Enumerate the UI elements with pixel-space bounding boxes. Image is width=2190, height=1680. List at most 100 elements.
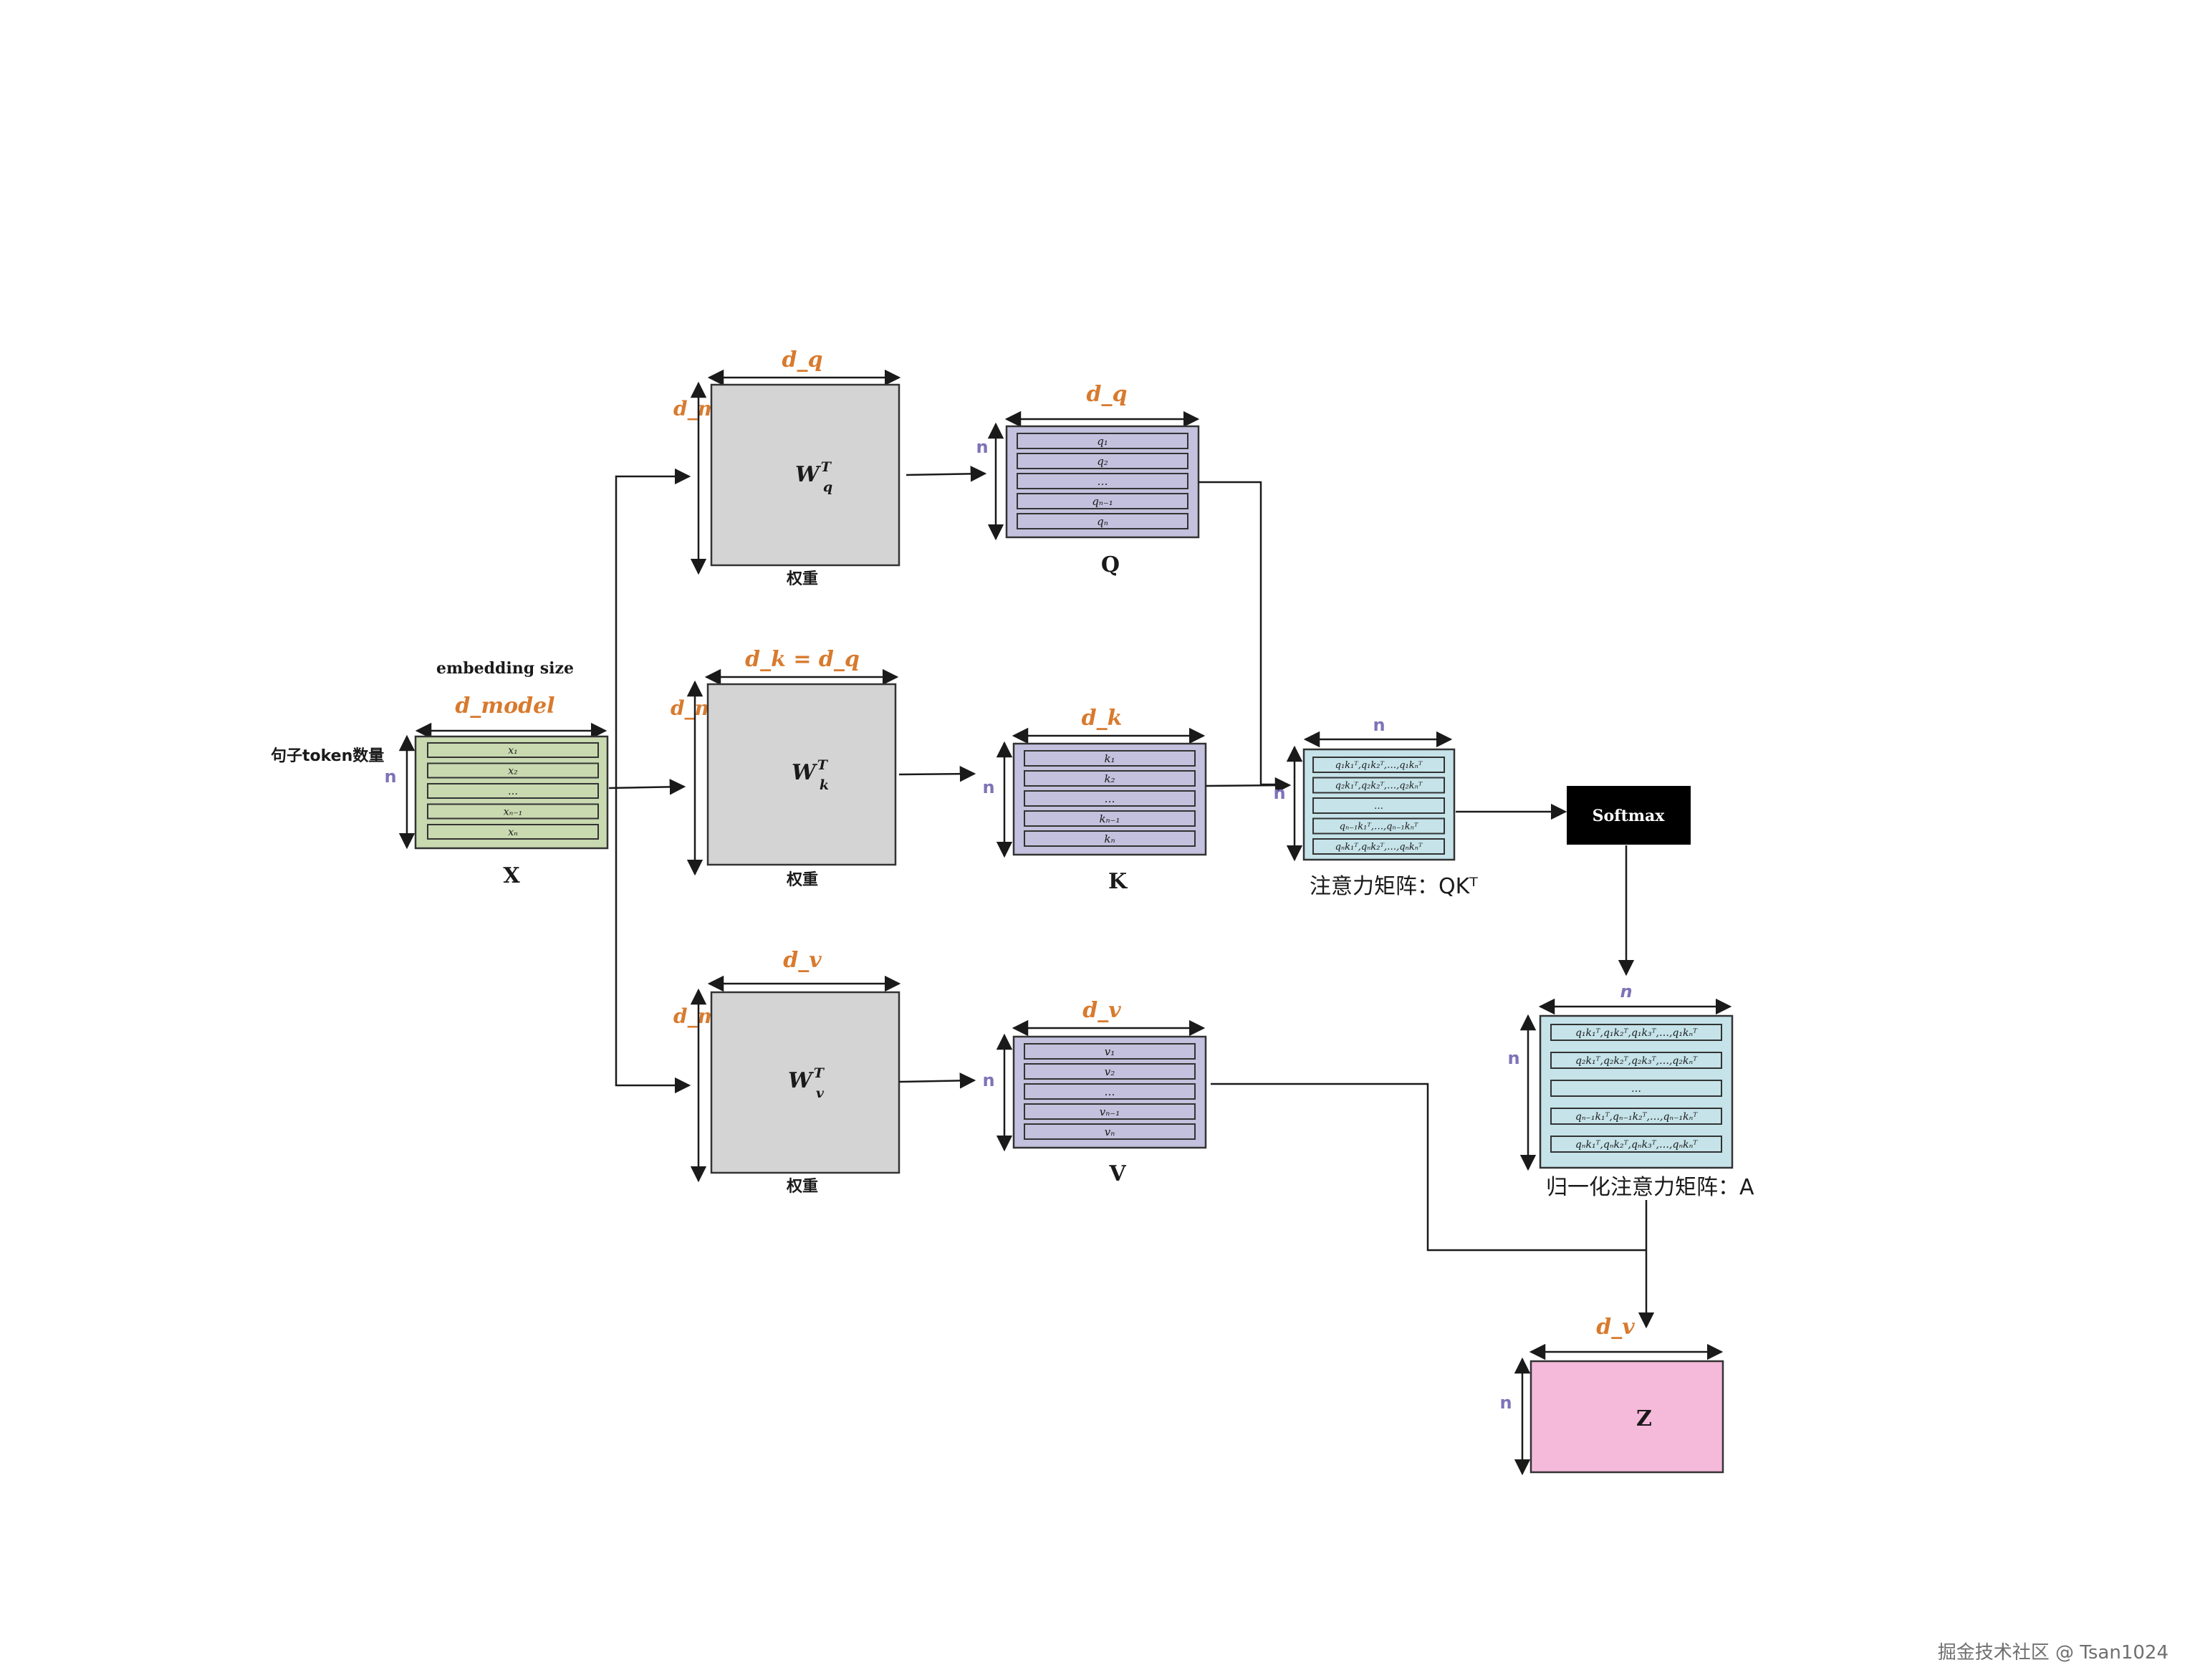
z-box — [1529, 1360, 1724, 1474]
q-row-box — [1017, 433, 1188, 449]
q-row-box — [1017, 493, 1188, 509]
q-row-label: qₙ₋₁ — [1092, 495, 1113, 508]
a-row-box — [1550, 1024, 1722, 1041]
v-row-box — [1024, 1043, 1196, 1060]
k-row-label: kₙ₋₁ — [1099, 812, 1120, 825]
va-to-z-connectors — [1211, 1083, 1655, 1329]
scores-row-box — [1312, 797, 1445, 814]
k-row-label: … — [1105, 792, 1115, 805]
wk-box — [706, 683, 897, 866]
q-row-label: … — [1098, 475, 1108, 488]
v-row-label: v₂ — [1105, 1065, 1115, 1078]
a-row-box — [1550, 1108, 1722, 1125]
a-box — [1539, 1014, 1734, 1169]
scores-row-label: q₁k₁ᵀ,q₁k₂ᵀ,…,q₁kₙᵀ — [1335, 760, 1423, 771]
x-matrix-box — [414, 735, 609, 850]
x-dim-height: n — [384, 767, 396, 787]
x-row-label: xₙ₋₁ — [504, 807, 523, 818]
a-row-box — [1550, 1080, 1722, 1097]
softmax-label: Softmax — [1593, 807, 1666, 825]
a-row-label: qₙ₋₁k₁ᵀ,qₙ₋₁k₂ᵀ,…,qₙ₋₁kₙᵀ — [1575, 1111, 1698, 1123]
wq-box — [710, 383, 901, 567]
wq-caption: 权重 — [786, 570, 818, 588]
qk-to-scores-connectors — [1199, 481, 1292, 794]
scores-row-label: … — [1374, 801, 1383, 812]
a-dim-height: n — [1507, 1048, 1519, 1068]
scores-dim-width: n — [1373, 715, 1385, 735]
q-box — [1005, 425, 1200, 539]
v-row-box — [1024, 1103, 1196, 1120]
z-dim-height: n — [1499, 1393, 1512, 1413]
a-row-label: … — [1631, 1083, 1641, 1095]
attention-scores-matrix: n n q₁k₁ᵀ,q₁k₂ᵀ,…,q₁kₙᵀ q₂k₁ᵀ,q₂k₂ᵀ,…,q₂k… — [1273, 715, 1478, 899]
token-count-label: 句子token数量 — [271, 747, 384, 765]
x-row-box — [427, 742, 599, 758]
wk-dim-width: d_k = d_q — [745, 647, 860, 672]
wv-dim-width: d_v — [783, 948, 822, 973]
x-row-box — [427, 824, 599, 840]
k-caption: K — [1108, 869, 1128, 894]
v-row-label: … — [1105, 1085, 1115, 1098]
k-row-label: k₂ — [1104, 772, 1115, 785]
a-row-label: q₂k₁ᵀ,q₂k₂ᵀ,q₂k₃ᵀ,…,q₂kₙᵀ — [1575, 1055, 1698, 1067]
k-row-box — [1024, 770, 1196, 787]
softmax-block: Softmax — [1567, 786, 1691, 845]
x-dim-width: d_model — [455, 693, 554, 719]
wv-box — [710, 991, 901, 1174]
scores-dim-height: n — [1273, 783, 1285, 803]
a-row-label: qₙk₁ᵀ,qₙk₂ᵀ,qₙk₃ᵀ,…,qₙkₙᵀ — [1575, 1139, 1698, 1151]
x-row-box — [427, 783, 599, 799]
q-dim-width: d_q — [1087, 382, 1128, 407]
watermark: 掘金技术社区 @ Tsan1024 — [1937, 1642, 2169, 1664]
k-row-box — [1024, 790, 1196, 807]
scores-row-box — [1312, 757, 1445, 773]
k-dim-height: n — [982, 777, 994, 797]
weight-matrix-wk: d_k = d_q d_model WTk 权重 — [671, 647, 899, 889]
softmax-box — [1567, 786, 1691, 845]
a-row-box — [1550, 1136, 1722, 1153]
z-caption: Z — [1636, 1406, 1652, 1431]
x-row-label: x₂ — [508, 766, 518, 777]
k-row-box — [1024, 830, 1196, 847]
x-row-label: xₙ — [508, 827, 518, 838]
q-row-label: qₙ — [1097, 515, 1108, 528]
v-box — [1012, 1035, 1207, 1149]
a-dim-width: n — [1620, 981, 1632, 1002]
x-row-box — [427, 803, 599, 820]
k-row-box — [1024, 810, 1196, 827]
scores-box — [1302, 748, 1456, 861]
v-row-label: v₁ — [1105, 1045, 1115, 1058]
q-row-box — [1017, 473, 1188, 489]
output-matrix-z: d_v n Z — [1499, 1315, 1724, 1476]
weight-matrix-wv: d_v d_model WTv 权重 — [673, 948, 901, 1196]
a-caption: 归一化注意力矩阵：A — [1546, 1175, 1754, 1200]
v-row-box — [1024, 1063, 1196, 1080]
z-dim-width: d_v — [1596, 1315, 1635, 1340]
k-row-box — [1024, 750, 1196, 767]
scores-row-box — [1312, 777, 1445, 794]
q-row-box — [1017, 453, 1188, 469]
k-dim-width: d_k — [1082, 706, 1123, 731]
scores-row-label: qₙ₋₁k₁ᵀ,…,qₙ₋₁kₙᵀ — [1340, 822, 1418, 832]
v-dim-height: n — [982, 1070, 994, 1090]
a-row-box — [1550, 1052, 1722, 1069]
v-caption: V — [1108, 1161, 1126, 1186]
input-branch-connectors — [608, 468, 691, 1094]
normalized-attention-matrix: n n q₁k₁ᵀ,q₁k₂ᵀ,q₁k₃ᵀ,…,q₁kₙᵀq₂k₁ᵀ,q₂k₂ᵀ… — [1507, 981, 1754, 1200]
wv-caption: 权重 — [786, 1177, 818, 1196]
q-dim-height: n — [976, 437, 988, 457]
x-row-label: x₁ — [508, 745, 518, 757]
v-row-box — [1024, 1123, 1196, 1140]
scores-row-label: q₂k₁ᵀ,q₂k₂ᵀ,…,q₂kₙᵀ — [1335, 781, 1423, 792]
q-row-label: q₁ — [1097, 435, 1108, 448]
q-row-label: q₂ — [1097, 455, 1108, 468]
k-row-label: k₁ — [1104, 752, 1115, 765]
k-box — [1012, 742, 1207, 856]
scores-row-box — [1312, 817, 1445, 835]
